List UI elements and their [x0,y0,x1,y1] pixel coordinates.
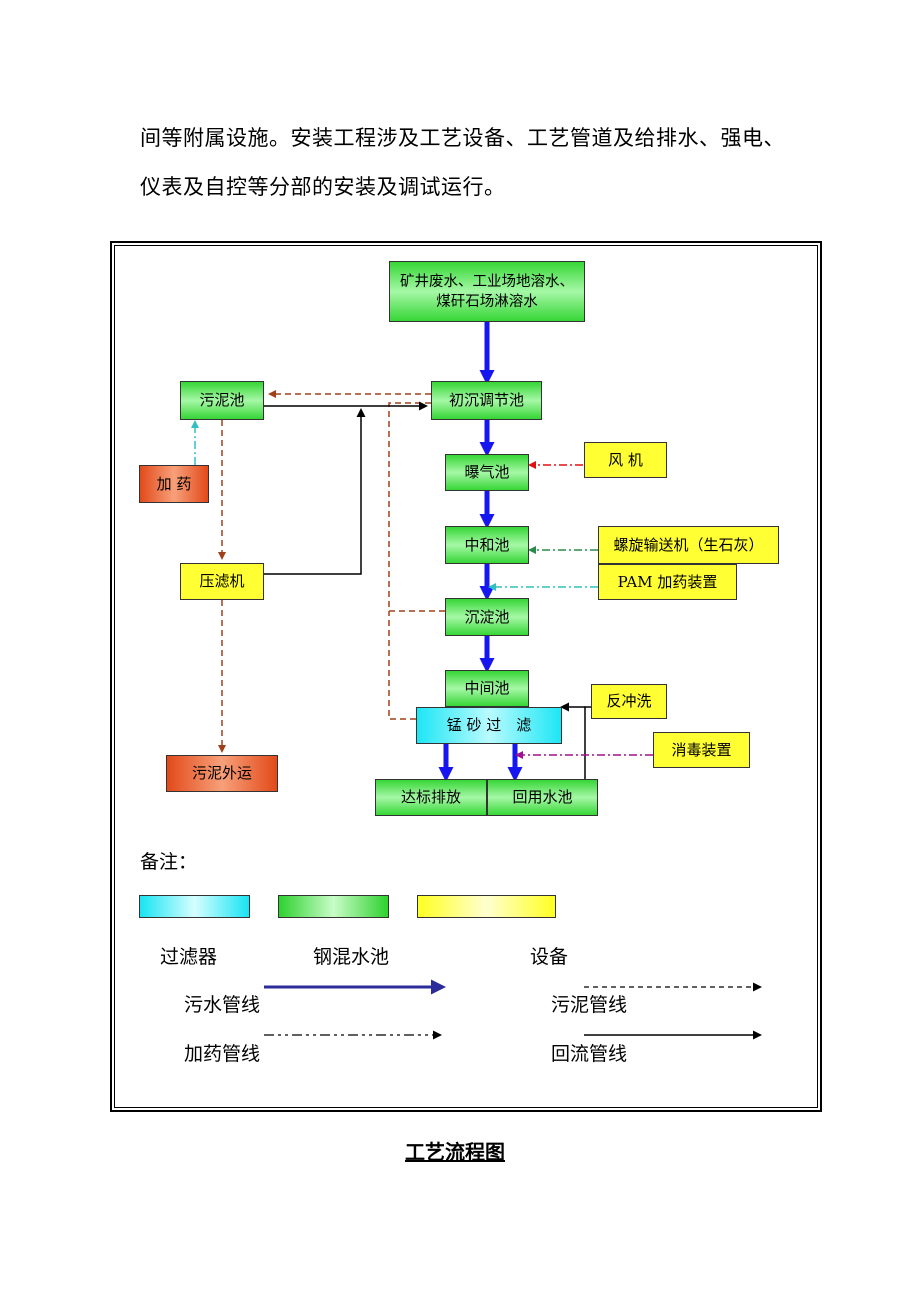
sludge-lines [218,390,445,753]
filter-press-label: 压滤机 [199,572,245,590]
neutral-tank-label: 中和池 [464,535,510,554]
disinfection-label: 消毒装置 [671,740,732,759]
pam-dosing-node: PAM 加药装置 [598,564,737,600]
paragraph-line-1: 间等附属设施。安装工程涉及工艺设备、工艺管道及给排水、强电、 [140,126,785,150]
sewage-flow-lines [438,322,523,782]
source-water-label: 矿井废水、工业场地溶水、煤矸石场淋溶水 [400,273,574,310]
legend-filter-label: 过滤器 [160,946,218,968]
reuse-tank-label: 回用水池 [512,788,573,806]
manganese-filter-node: 锰 砂 过 滤 [416,707,562,744]
legend-pool-label: 钢混水池 [313,946,390,968]
legend-equipment-swatch [417,895,556,918]
legend-return-label: 回流管线 [551,1043,628,1065]
manganese-filter-label: 锰 砂 过 滤 [446,716,532,734]
screw-conveyor-label: 螺旋输送机（生石灰） [613,535,764,554]
paragraph-line-2: 仪表及自控等分部的安装及调试运行。 [140,175,506,199]
blower-label: 风 机 [608,450,643,469]
diagram-frame-outer [110,241,822,1112]
sludge-tank-label: 污泥池 [199,391,245,409]
sediment-tank-node: 沉淀池 [445,598,529,636]
aeration-tank-label: 曝气池 [464,463,510,481]
dosing-node: 加 药 [139,465,209,503]
sludge-outbound-label: 污泥外运 [191,764,252,782]
legend-title: 备注： [140,851,198,873]
backwash-node: 反冲洗 [591,684,667,719]
source-water-node: 矿井废水、工业场地溶水、煤矸石场淋溶水 [389,261,585,322]
aeration-tank-node: 曝气池 [445,454,529,491]
neutral-tank-node: 中和池 [445,526,529,564]
middle-tank-label: 中间池 [464,679,510,697]
disinfection-node: 消毒装置 [653,732,750,768]
legend-equipment-label: 设备 [530,946,569,968]
legend-filter-swatch [139,895,250,918]
pam-dosing-label: PAM 加药装置 [617,572,718,591]
sludge-outbound-node: 污泥外运 [166,755,278,792]
legend-sludge-label: 污泥管线 [551,994,628,1016]
primary-tank-node: 初沉调节池 [431,381,542,420]
dosing-label: 加 药 [156,474,192,493]
filter-press-node: 压滤机 [180,563,264,600]
legend-dosing-label: 加药管线 [184,1043,261,1065]
figure-caption: 工艺流程图 [405,1140,505,1164]
middle-tank-node: 中间池 [445,670,529,707]
legend-sewage-label: 污水管线 [184,994,261,1016]
reuse-tank-node: 回用水池 [487,779,598,816]
discharge-label: 达标排放 [400,788,461,806]
primary-tank-label: 初沉调节池 [448,391,524,409]
discharge-node: 达标排放 [375,779,487,816]
return-lines [264,401,591,780]
screw-conveyor-node: 螺旋输送机（生石灰） [598,526,779,564]
sludge-tank-node: 污泥池 [180,381,264,420]
legend-pool-swatch [278,895,389,918]
blower-node: 风 机 [584,442,667,478]
diagram-frame-inner [114,245,818,1108]
backwash-label: 反冲洗 [606,692,652,710]
sediment-tank-label: 沉淀池 [464,607,510,626]
